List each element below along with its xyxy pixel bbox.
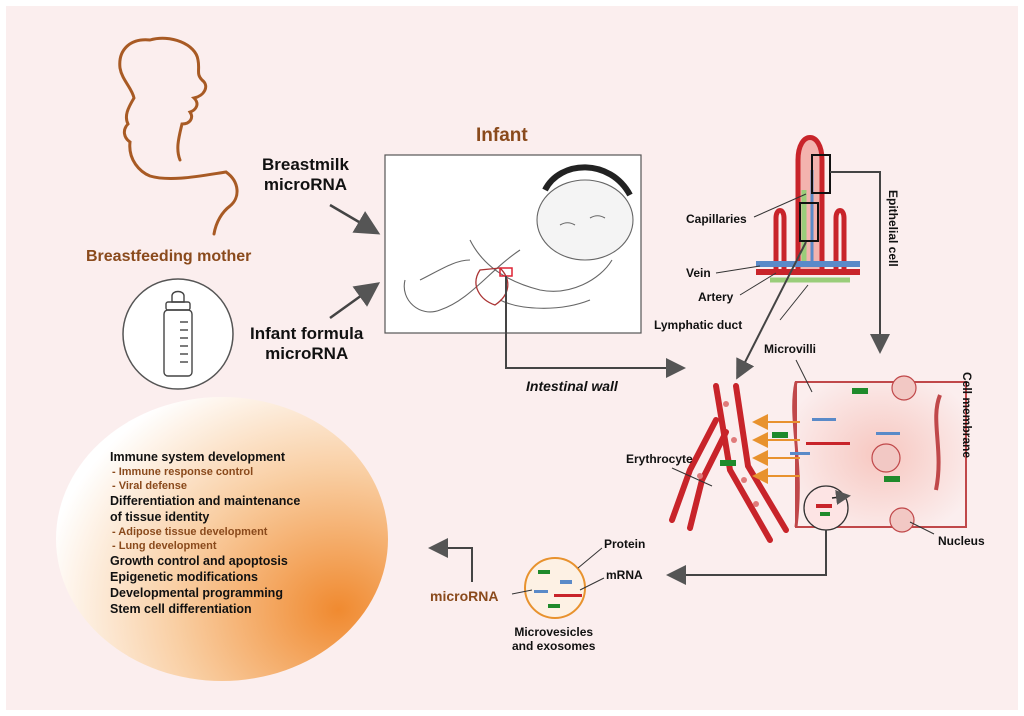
formula-label-line1: Infant formula	[250, 324, 364, 343]
effect-item: - Lung development	[112, 540, 217, 552]
epithelial-cell-label: Epithelial cell	[886, 190, 900, 267]
effect-item: Immune system development	[110, 450, 286, 464]
infant-sketch	[403, 164, 634, 313]
villus-lower-box	[799, 202, 819, 242]
lymphatic-duct-label: Lymphatic duct	[654, 318, 743, 332]
vesicle-return-arrow	[666, 530, 827, 585]
breastmilk-arrow	[329, 203, 381, 235]
effects-list: Immune system development - Immune respon…	[110, 449, 350, 617]
erythrocyte-label: Erythrocyte	[626, 452, 693, 466]
villus-upper-box	[811, 154, 831, 194]
effect-item: Growth control and apoptosis	[110, 554, 288, 568]
erythrocyte-dots	[697, 401, 759, 507]
mother-label: Breastfeeding mother	[86, 248, 252, 265]
breastmilk-label: Breastmilk microRNA	[262, 155, 349, 195]
nucleus-icons	[871, 375, 917, 533]
formula-arrow	[329, 282, 381, 320]
formula-label: Infant formula microRNA	[250, 324, 363, 364]
breastmilk-label-line2: microRNA	[263, 175, 348, 194]
effect-item: - Adipose tissue development	[112, 526, 268, 538]
formula-label-line2: microRNA	[265, 344, 349, 363]
capillary-arrow	[736, 241, 807, 380]
effect-item: - Viral defense	[112, 480, 187, 492]
intestinal-wall-label: Intestinal wall	[526, 378, 618, 394]
microrna-back-arrow	[428, 538, 473, 582]
blood-vessels	[669, 383, 789, 543]
epithelial-arrow	[830, 171, 890, 354]
nucleus-label: Nucleus	[938, 534, 985, 548]
microvesicle	[524, 557, 586, 619]
artery-label: Artery	[698, 290, 734, 304]
intestinal-wall-arrow	[505, 276, 686, 378]
vein-label: Vein	[686, 266, 711, 280]
vesicle-contents	[534, 570, 582, 608]
vesicles-label-line2: and exosomes	[512, 639, 596, 653]
effect-item: Epigenetic modifications	[110, 570, 258, 584]
cell-membrane-label: Cell membrane	[960, 372, 974, 459]
orange-transfer-arrows	[752, 414, 800, 484]
effect-item: Developmental programming	[110, 586, 283, 600]
microvilli-label: Microvilli	[764, 342, 817, 356]
effect-item: Stem cell differentiation	[110, 602, 252, 616]
breastmilk-label-line1: Breastmilk	[262, 155, 349, 174]
rna-marks	[720, 388, 900, 482]
effect-item: - Immune response control	[112, 466, 254, 478]
vesicles-label-line1: Microvesicles	[514, 625, 594, 639]
mother-silhouette-icon	[118, 36, 239, 236]
vesicles-label: Microvesicles and exosomes	[512, 625, 595, 653]
microrna-label: microRNA	[430, 588, 499, 604]
infant-label: Infant	[476, 125, 528, 146]
effect-item: of tissue identity	[110, 510, 210, 524]
effects-oval	[56, 397, 388, 681]
baby-bottle-icon	[163, 290, 193, 377]
bottle-frame	[122, 278, 234, 390]
protein-label: Protein	[604, 537, 646, 551]
capillaries-label: Capillaries	[686, 212, 747, 226]
mrna-label: mRNA	[606, 568, 643, 582]
effect-item: Differentiation and maintenance	[110, 494, 301, 508]
